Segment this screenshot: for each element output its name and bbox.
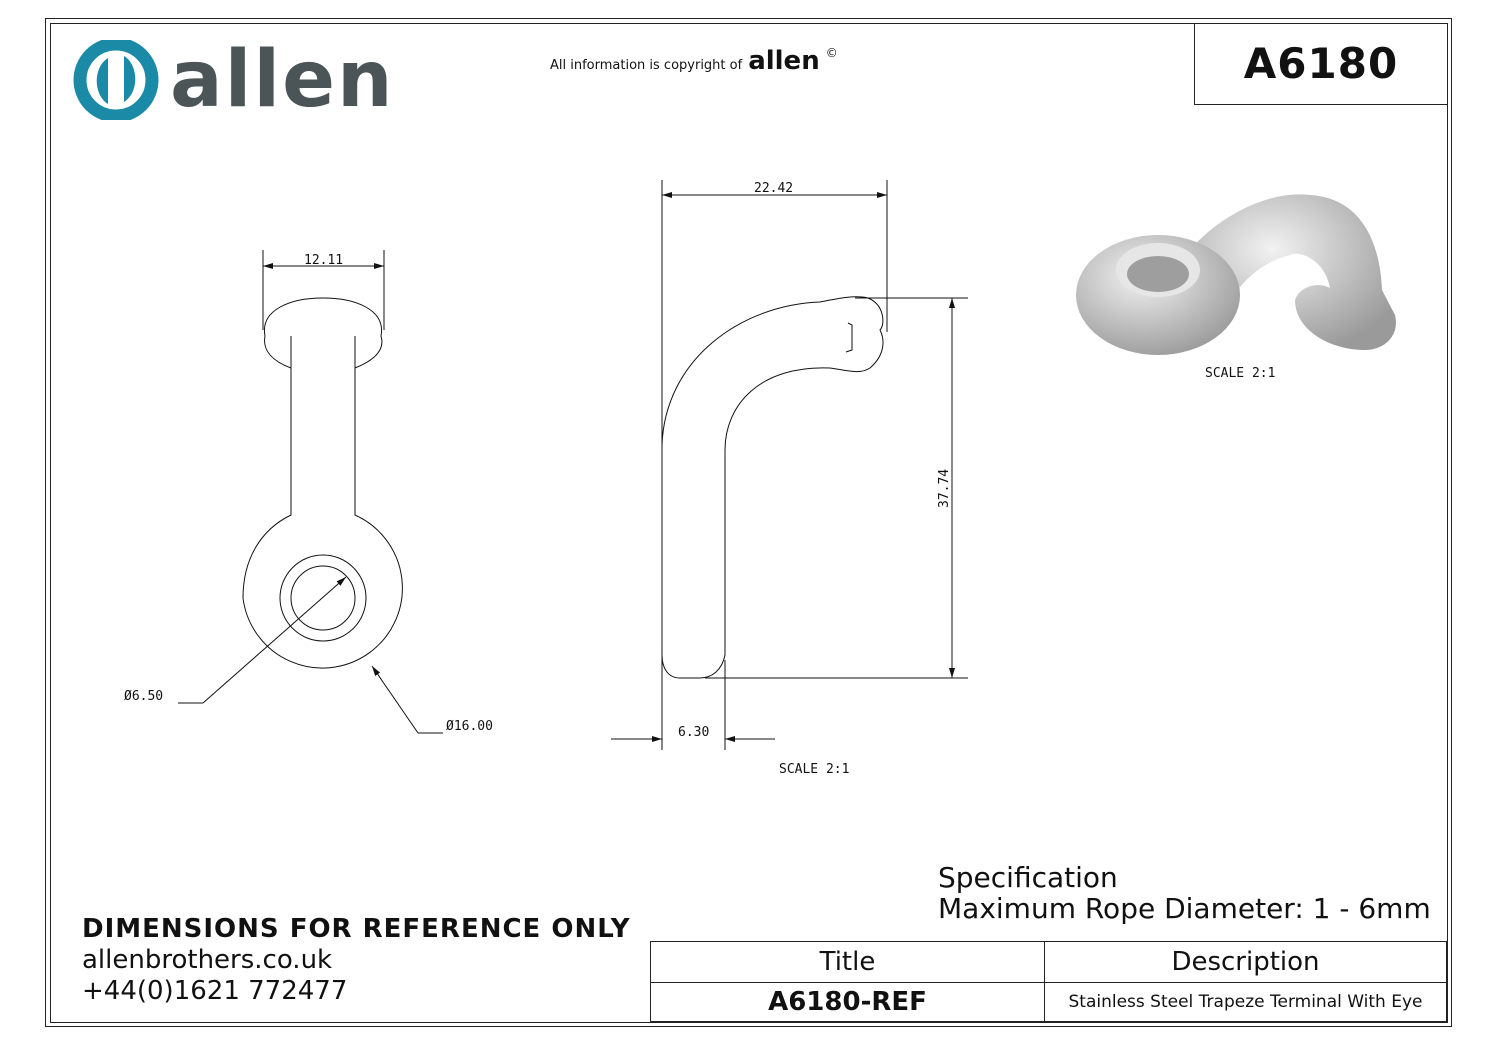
front-view	[178, 250, 443, 734]
side-view-scale: SCALE 2:1	[779, 762, 849, 777]
allen-logo: allen	[72, 40, 395, 120]
disclaimer: DIMENSIONS FOR REFERENCE ONLY	[82, 914, 631, 944]
specification-heading: Specification	[938, 861, 1118, 894]
drawing-frame-inner	[50, 23, 1448, 1023]
phone: +44(0)1621 772477	[82, 976, 348, 1006]
copyright-notice: All information is copyright of allen ©	[550, 46, 838, 76]
contact-notes: DIMENSIONS FOR REFERENCE ONLY allenbroth…	[82, 914, 631, 1007]
isometric-render	[1076, 194, 1396, 355]
logo-text: allen	[170, 35, 395, 125]
copyright-text: All information is copyright of	[550, 58, 743, 73]
title-header: Title	[650, 941, 1045, 983]
side-view	[611, 180, 968, 750]
outer-diameter-dimension: Ø16.00	[446, 719, 493, 734]
side-height-dimension: 37.74	[937, 469, 952, 508]
specification: Specification Maximum Rope Diameter: 1 -…	[938, 862, 1431, 924]
description-header: Description	[1044, 941, 1447, 983]
specification-line: Maximum Rope Diameter: 1 - 6mm	[938, 892, 1431, 925]
drawing-frame-outer	[45, 18, 1452, 1027]
website[interactable]: allenbrothers.co.uk	[82, 945, 333, 975]
title-value: A6180-REF	[650, 982, 1045, 1022]
copyright-brand: allen	[748, 46, 820, 76]
title-block: Title Description A6180-REF Stainless St…	[650, 941, 1447, 1022]
copyright-symbol: ©	[825, 46, 838, 60]
description-value: Stainless Steel Trapeze Terminal With Ey…	[1044, 982, 1447, 1022]
inner-diameter-dimension: Ø6.50	[124, 689, 163, 704]
part-number: A6180	[1194, 23, 1447, 105]
front-width-dimension: 12.11	[304, 253, 343, 268]
allen-logo-icon	[73, 40, 159, 120]
side-width-dimension: 22.42	[754, 181, 793, 196]
iso-view-scale: SCALE 2:1	[1205, 366, 1275, 381]
side-thickness-dimension: 6.30	[678, 725, 709, 740]
